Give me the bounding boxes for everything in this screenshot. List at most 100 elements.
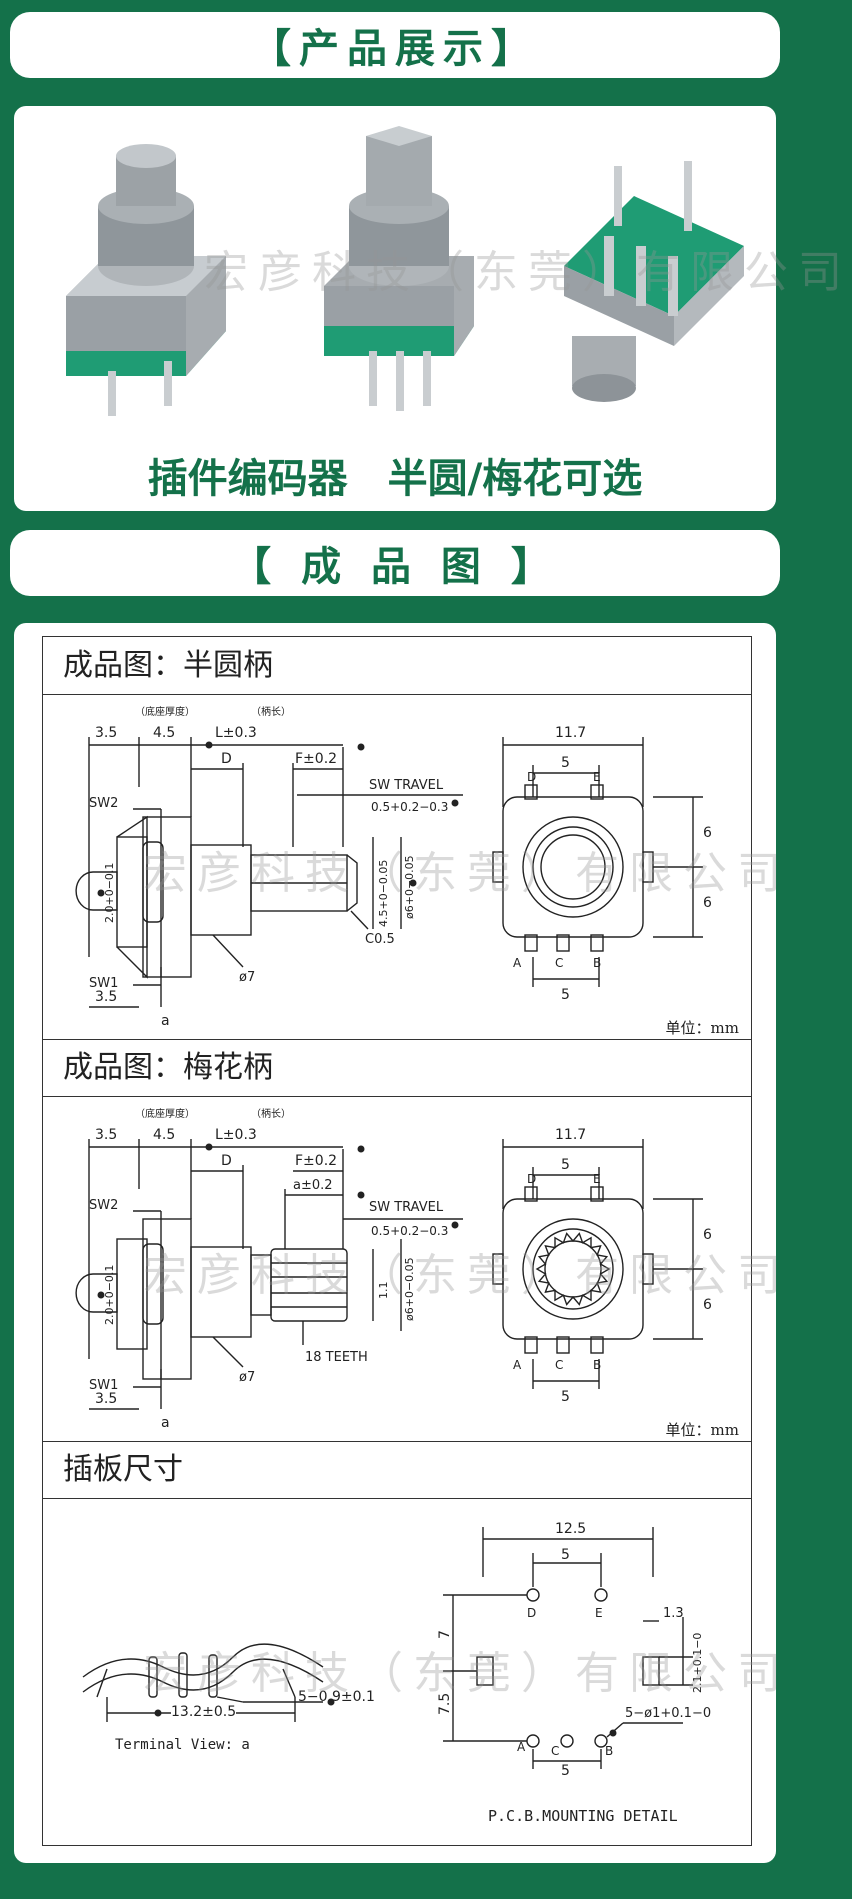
section-divider-1 [43, 1039, 751, 1040]
dim-F: F±0.2 [295, 751, 337, 767]
dim-3-5-top-plum: 3.5 [95, 1127, 117, 1143]
watermark-plum: 宏彦科技（东莞）有限公司 [143, 1250, 791, 1301]
pin-C-pcb: C [551, 1744, 559, 1758]
dim-4-5-shaft: 4.5+0−0.05 [377, 860, 390, 927]
dim-3-5-bottom-plum: 3.5 [95, 1391, 117, 1407]
label-view-a-plum: a [161, 1415, 170, 1431]
pin-C: C [555, 956, 563, 970]
dim-7: 7 [437, 1630, 453, 1639]
dim-phi7-plum: ø7 [239, 1370, 255, 1385]
pin-C-plum: C [555, 1358, 563, 1372]
pin-E-plum: E [593, 1172, 601, 1186]
dim-5-bottom-plum: 5 [561, 1389, 570, 1405]
encoder-photo-back-view [564, 161, 744, 402]
dim-12-5: 12.5 [555, 1521, 586, 1537]
drawing-half-round-side: 3.5 4.5 （底座厚度） （柄长） L±0.3 D F±0.2 SW TRA… [75, 705, 463, 1029]
pin-D-plum: D [527, 1172, 536, 1186]
dim-base-thickness-plum: （底座厚度） [135, 1107, 195, 1120]
banner-product-display-text: 【产品展示】 [251, 26, 539, 72]
unit-label-1: 单位：mm [665, 1019, 739, 1037]
label-sw2: SW2 [89, 796, 118, 811]
drawing-half-round-front: 11.7 5 D E 6 6 A C B 5 [492, 725, 712, 1003]
dim-c05: C0.5 [365, 932, 395, 947]
dim-phi1: 5−ø1+0.1−0 [625, 1706, 711, 1721]
section-title-half-round: 成品图：半圆柄 [43, 637, 751, 695]
unit-label-2: 单位：mm [665, 1421, 739, 1439]
dim-4-5: 4.5 [153, 725, 175, 741]
dim-5-bottom: 5 [561, 987, 570, 1003]
dim-phi6-plum: ø6+0−0.05 [403, 1257, 416, 1321]
dim-4-5-plum: 4.5 [153, 1127, 175, 1143]
dim-6-upper-plum: 6 [703, 1227, 712, 1243]
pin-A-plum: A [513, 1358, 522, 1372]
product-photo-card: 宏彦科技（东莞）有限公司 插件编码器 半圆/梅花可选 [14, 106, 842, 511]
watermark-pcb: 宏彦科技（东莞）有限公司 [143, 1648, 791, 1699]
dim-D-plum: D [221, 1153, 232, 1169]
dim-2-0-plum: 2.0+0−0.1 [103, 1265, 116, 1325]
banner-product-display: 【产品展示】 [10, 12, 780, 78]
dim-handle-length: （柄长） [251, 705, 291, 718]
dim-3-5-bottom: 3.5 [95, 989, 117, 1005]
label-sw1: SW1 [89, 976, 118, 991]
dim-11-7: 11.7 [555, 725, 586, 741]
label-view-a: a [161, 1013, 170, 1029]
dim-phi7: ø7 [239, 970, 255, 985]
section-title-plum: 成品图：梅花柄 [43, 1039, 751, 1097]
gear-teeth [535, 1232, 611, 1306]
pin-E: E [593, 770, 601, 784]
section-title-pcb: 插板尺寸 [43, 1441, 751, 1499]
dim-7-5: 7.5 [437, 1693, 453, 1715]
dim-6-upper: 6 [703, 825, 712, 841]
dim-6-lower: 6 [703, 895, 712, 911]
label-sw-travel: SW TRAVEL [369, 778, 444, 793]
pin-A-pcb: A [517, 1740, 526, 1754]
dim-13-2: 13.2±0.5 [171, 1704, 237, 1720]
drawing-plum-front: 11.7 5 D E 6 6 A C B 5 [492, 1127, 712, 1405]
dim-travel-plum: 0.5+0.2−0.3 [371, 1224, 448, 1238]
dim-11-7-plum: 11.7 [555, 1127, 586, 1143]
dim-a-plum: a±0.2 [293, 1178, 333, 1193]
encoder-photo-half-round [66, 144, 226, 416]
dim-1-1: 1.1 [377, 1282, 390, 1300]
dim-5-pcb-top: 5 [561, 1547, 570, 1563]
label-sw2-plum: SW2 [89, 1198, 118, 1213]
dim-6-lower-plum: 6 [703, 1297, 712, 1313]
dim-handle-length-plum: （柄长） [251, 1107, 291, 1120]
dim-L-plum: L±0.3 [215, 1127, 257, 1143]
pin-B-plum: B [593, 1358, 601, 1372]
encoder-photo-plum [324, 126, 474, 411]
label-sw1-plum: SW1 [89, 1378, 118, 1393]
dim-1-3: 1.3 [663, 1606, 684, 1621]
pin-B-pcb: B [605, 1744, 613, 1758]
dim-5-top: 5 [561, 755, 570, 771]
pin-A: A [513, 956, 522, 970]
dim-5-top-plum: 5 [561, 1157, 570, 1173]
section-divider-2 [43, 1441, 751, 1442]
pin-B: B [593, 956, 601, 970]
label-sw-travel-plum: SW TRAVEL [369, 1200, 444, 1215]
drawing-pcb-mounting: 12.5 5 D E 7 7.5 1.3 2.1+0.1−0 A C B 5−ø… [437, 1521, 711, 1779]
dim-2-1: 2.1+0.1−0 [691, 1633, 704, 1693]
dim-3-5-top: 3.5 [95, 725, 117, 741]
dim-5-pcb-bottom: 5 [561, 1763, 570, 1779]
label-18-teeth: 18 TEETH [305, 1350, 368, 1365]
dim-F-plum: F±0.2 [295, 1153, 337, 1169]
pin-D-pcb: D [527, 1606, 536, 1620]
dim-phi6: ø6+0−0.05 [403, 855, 416, 919]
dim-base-thickness: （底座厚度） [135, 705, 195, 718]
drawing-frame: 成品图：半圆柄 [42, 636, 781, 1846]
drawing-plum-side: 3.5 4.5 （底座厚度） （柄长） L±0.3 D F±0.2 a±0.2 … [75, 1107, 463, 1431]
dim-D: D [221, 751, 232, 767]
dim-2-0: 2.0+0−0.1 [103, 863, 116, 923]
dim-pin-0-9: 5−0.9±0.1 [298, 1689, 375, 1705]
dim-L: L±0.3 [215, 725, 257, 741]
watermark-photo: 宏彦科技（东莞）有限公司 [204, 247, 852, 298]
banner-finished-drawing-text: 【 成 品 图 】 [231, 544, 559, 590]
dim-travel: 0.5+0.2−0.3 [371, 800, 448, 814]
product-tagline: 插件编码器 半圆/梅花可选 [147, 456, 643, 502]
watermark-half-round: 宏彦科技（东莞）有限公司 [143, 848, 791, 899]
banner-finished-drawing: 【 成 品 图 】 [10, 530, 780, 596]
label-terminal-view: Terminal View: a [115, 1737, 250, 1753]
pin-E-pcb: E [595, 1606, 603, 1620]
pin-D: D [527, 770, 536, 784]
